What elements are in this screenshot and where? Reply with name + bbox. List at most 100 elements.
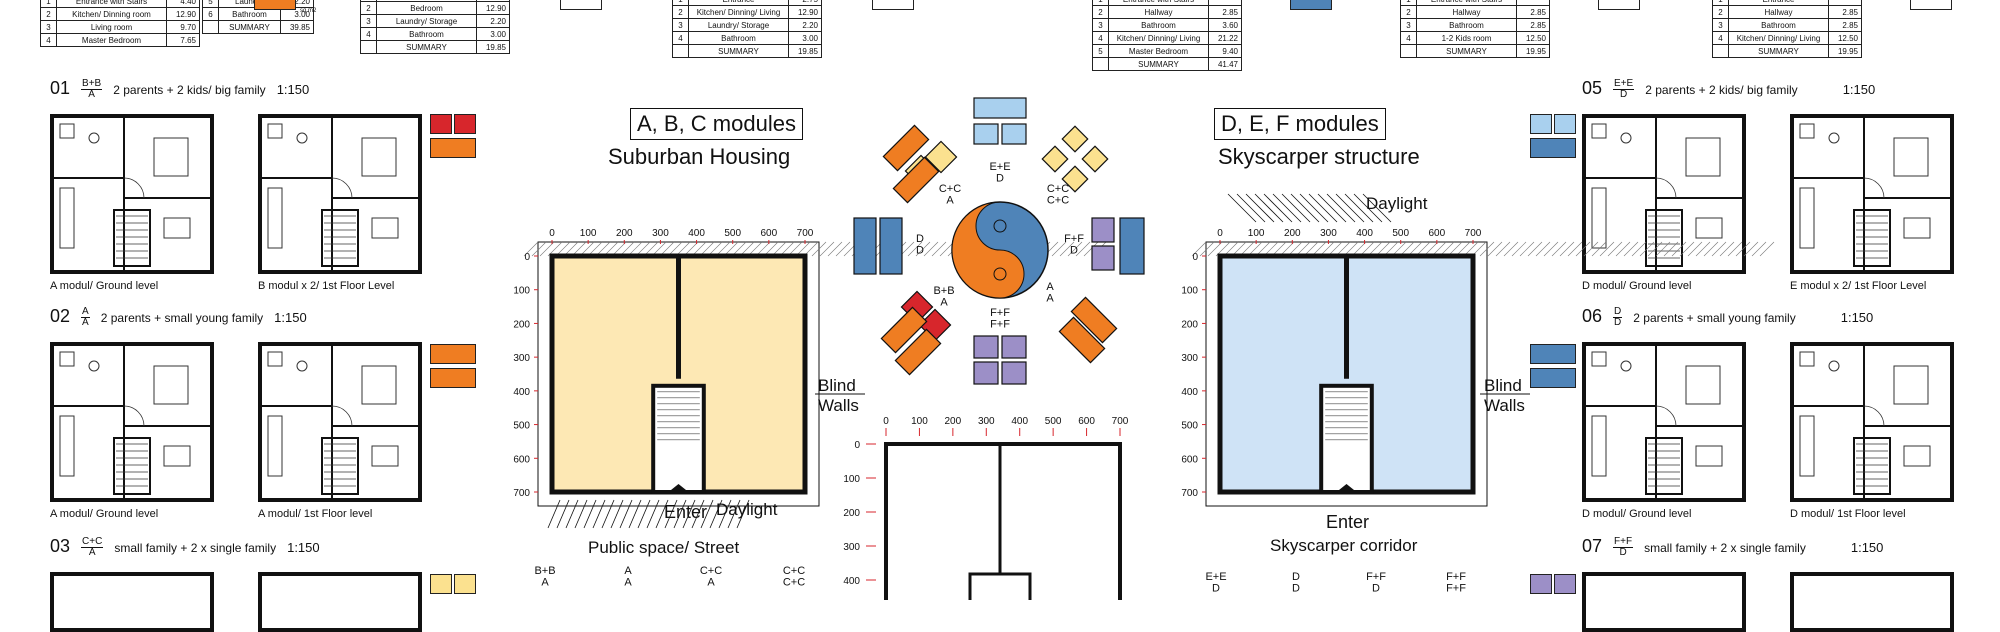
hatch	[1711, 241, 1727, 257]
door-swing	[123, 177, 145, 199]
counter	[59, 187, 75, 249]
daylight-label-left: Daylight	[716, 500, 778, 519]
axis-tick-x: 700	[1112, 416, 1129, 427]
daylight-hatch	[664, 499, 678, 529]
toilet	[88, 360, 100, 372]
axis-tick-x: 500	[724, 228, 741, 239]
blind-walls-label-left: Blind Walls	[818, 376, 859, 415]
cabinet	[1591, 123, 1607, 139]
module-swatch	[1070, 296, 1118, 344]
module-combo-label: E+E	[1205, 571, 1226, 583]
public-space-label: Public space/ Street	[588, 538, 740, 557]
cabinet	[1591, 351, 1607, 367]
axis-tick-x: 300	[652, 228, 669, 239]
hatch	[1687, 241, 1703, 257]
swatch-blue	[1530, 138, 1576, 158]
abc-subtitle: Suburban Housing	[608, 144, 791, 169]
blind-walls-label-right: Blind Walls	[1484, 376, 1525, 415]
cabinet	[59, 351, 75, 367]
daylight-hatch	[1227, 193, 1257, 223]
hatch	[1551, 241, 1567, 257]
swatch-yellow	[430, 574, 452, 594]
daylight-hatch	[709, 499, 723, 529]
wheel-label: D	[916, 233, 924, 245]
hatch	[827, 241, 843, 257]
module-swatch	[1001, 123, 1027, 145]
hatch	[1583, 241, 1599, 257]
axis-tick-y: 500	[513, 421, 530, 432]
daylight-label-right: Daylight	[1366, 194, 1428, 213]
stair-core	[1319, 383, 1374, 494]
swatch-orange	[430, 138, 476, 158]
plan-label: D modul/ 1st Floor level	[1790, 508, 1906, 520]
swatch-red	[454, 114, 476, 134]
module-swatch	[880, 306, 928, 354]
table-cell: 19.85	[476, 40, 510, 54]
table	[163, 445, 191, 467]
hatch	[1511, 241, 1527, 257]
wheel-label: C+C	[1047, 195, 1069, 207]
wheel-label: B+B	[933, 285, 954, 297]
hatch	[819, 241, 835, 257]
swatch-red	[430, 114, 452, 134]
axis-tick-x: 300	[1320, 228, 1337, 239]
daylight-hatch	[1254, 193, 1284, 223]
thumb-box	[560, 0, 602, 10]
daylight-hatch	[565, 499, 579, 529]
hatch	[1751, 241, 1767, 257]
hatch	[523, 241, 539, 257]
axis-tick-x: 200	[945, 416, 962, 427]
daylight-hatch	[1245, 193, 1275, 223]
room-table-06: 1Entrance2Hallway2.853Bathroom2.854Kitch…	[1712, 0, 1862, 58]
module-combo-label: C+C	[700, 565, 722, 577]
hatch	[811, 241, 827, 257]
table-cell: 3.00	[476, 27, 510, 41]
hatch	[1479, 241, 1495, 257]
hatch	[539, 241, 555, 257]
counter	[267, 187, 283, 249]
thumb-box	[1598, 0, 1640, 10]
daylight-hatch	[574, 499, 588, 529]
floor-plan-e-first	[1790, 114, 1954, 274]
stair	[1853, 437, 1891, 495]
lower-structure	[884, 442, 1122, 600]
table	[1903, 217, 1931, 239]
wheel-label: D	[996, 173, 1004, 185]
hatch	[1663, 241, 1679, 257]
axis-tick-y: 400	[1181, 387, 1198, 398]
axis-tick-x: 0	[883, 416, 889, 427]
axis-tick-y: 100	[1181, 286, 1198, 297]
hatch	[1495, 241, 1511, 257]
axis-tick-y: 600	[1181, 454, 1198, 465]
table-cell: 19.95	[1516, 44, 1550, 58]
module-combo-label: D	[1292, 583, 1300, 595]
axis-tick-x: 100	[911, 416, 928, 427]
hatch	[1503, 241, 1519, 257]
axis-tick-x: 400	[1011, 416, 1028, 427]
hatch	[1735, 241, 1751, 257]
axis-tick-x: 300	[978, 416, 995, 427]
module-swatch	[1041, 145, 1069, 173]
hatch	[915, 241, 931, 257]
stair-core	[651, 383, 706, 494]
daylight-hatch	[736, 499, 750, 529]
module-swatch	[894, 328, 942, 376]
daylight-hatch	[583, 499, 597, 529]
module-combo-label: D	[1372, 583, 1380, 595]
axis-tick-y: 700	[513, 488, 530, 499]
stair	[113, 437, 151, 495]
wheel-label: C+C	[939, 183, 961, 195]
table	[371, 445, 399, 467]
hatch	[1695, 241, 1711, 257]
thumb-box	[1910, 0, 1952, 10]
swatch-lightblue	[1554, 114, 1576, 134]
cabinet	[267, 123, 283, 139]
module-swatch	[1061, 165, 1089, 193]
